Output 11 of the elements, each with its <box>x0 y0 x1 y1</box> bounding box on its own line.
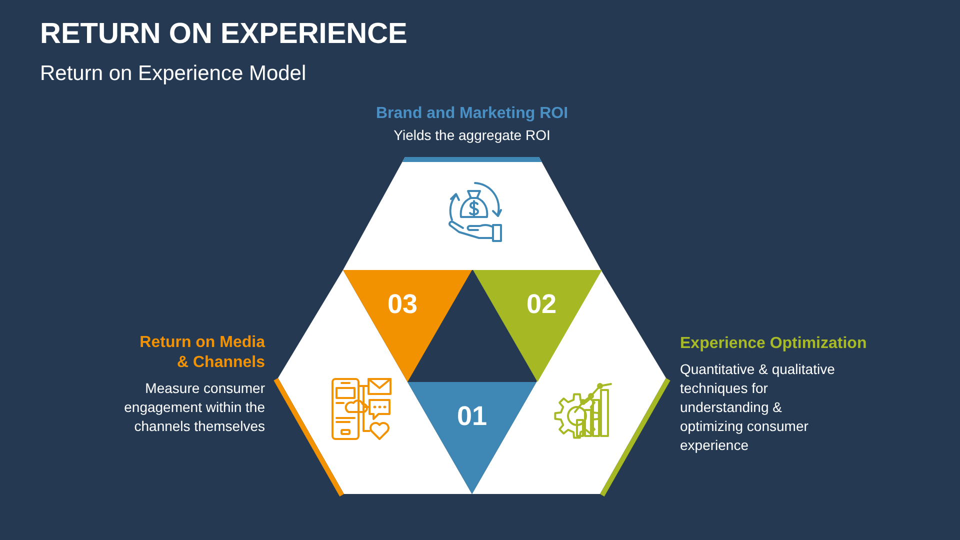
segment-description: Quantitative & qualitative techniques for understanding & optimizing consumer experience <box>680 360 836 455</box>
slide-subtitle: Return on Experience Model <box>40 61 306 87</box>
segment-heading: Experience Optimization <box>680 334 868 354</box>
segment-heading: Return on Media & Channels <box>138 333 265 373</box>
step-number: 03 <box>387 291 418 318</box>
segment-heading: Brand and Marketing ROI <box>374 104 570 124</box>
segment-description: Measure consumer engagement within the channels themselves <box>123 379 265 436</box>
segment-description: Yields the aggregate ROI <box>392 126 552 145</box>
step-number: 02 <box>526 291 557 318</box>
slide-title: RETURN ON EXPERIENCE <box>40 17 408 52</box>
step-number: 01 <box>456 403 488 430</box>
